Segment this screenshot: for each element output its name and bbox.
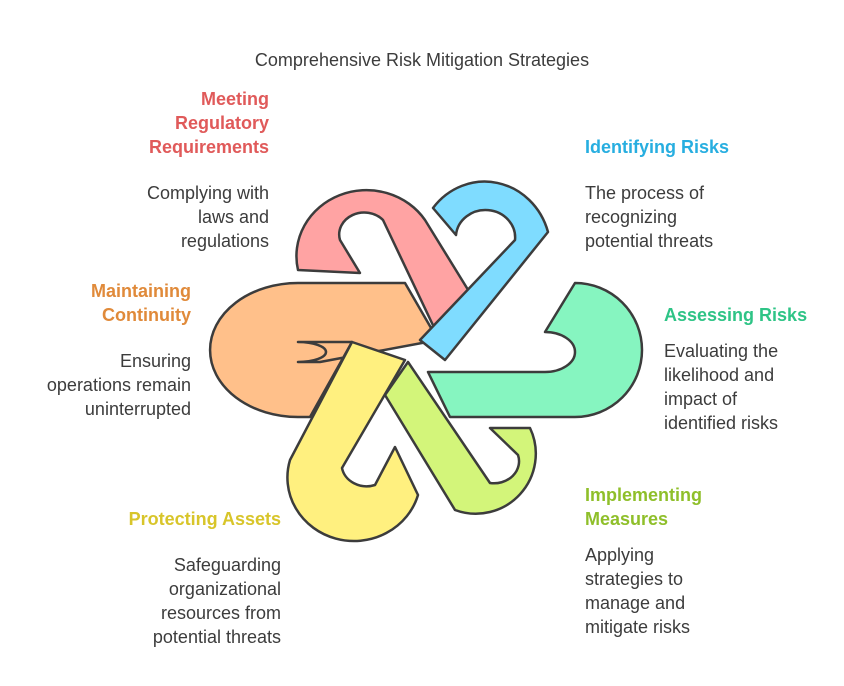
desc-implementing-measures: Applying strategies to manage and mitiga…: [585, 545, 691, 637]
desc-maintaining-continuity: Ensuring operations remain uninterrupted: [46, 351, 191, 419]
desc-identifying-risks: The process of recognizing potential thr…: [585, 183, 714, 251]
block-identifying-risks: Identifying Risks The process of recogni…: [585, 135, 805, 253]
heading-meeting-regulatory: Meeting Regulatory Requirements: [148, 89, 269, 157]
loop-protecting-assets: [286, 340, 420, 543]
block-protecting-assets: Protecting Assets Safeguarding organizat…: [61, 507, 281, 649]
block-assessing-risks: Assessing Risks Evaluating the likelihoo…: [664, 303, 839, 435]
block-meeting-regulatory: Meeting Regulatory Requirements Complyin…: [69, 87, 269, 253]
desc-protecting-assets: Safeguarding organizational resources fr…: [152, 555, 281, 647]
loop-assessing-risks: [426, 281, 644, 419]
desc-assessing-risks: Evaluating the likelihood and impact of …: [664, 341, 779, 433]
loop-implementing-measures: [383, 360, 538, 515]
diagram-title: Comprehensive Risk Mitigation Strategies: [254, 50, 590, 70]
heading-protecting-assets: Protecting Assets: [128, 509, 281, 529]
block-implementing-measures: Implementing Measures Applying strategie…: [585, 483, 805, 639]
heading-maintaining-continuity: Maintaining Continuity: [91, 281, 191, 325]
desc-meeting-regulatory: Complying with laws and regulations: [146, 183, 269, 251]
block-maintaining-continuity: Maintaining Continuity Ensuring operatio…: [0, 279, 191, 421]
heading-identifying-risks: Identifying Risks: [585, 137, 730, 157]
loop-meeting-regulatory: [295, 188, 472, 342]
heading-assessing-risks: Assessing Risks: [664, 305, 808, 325]
heading-implementing-measures: Implementing Measures: [585, 485, 703, 529]
loop-identifying-risks: [418, 180, 550, 362]
loop-maintaining-continuity: [208, 281, 440, 419]
